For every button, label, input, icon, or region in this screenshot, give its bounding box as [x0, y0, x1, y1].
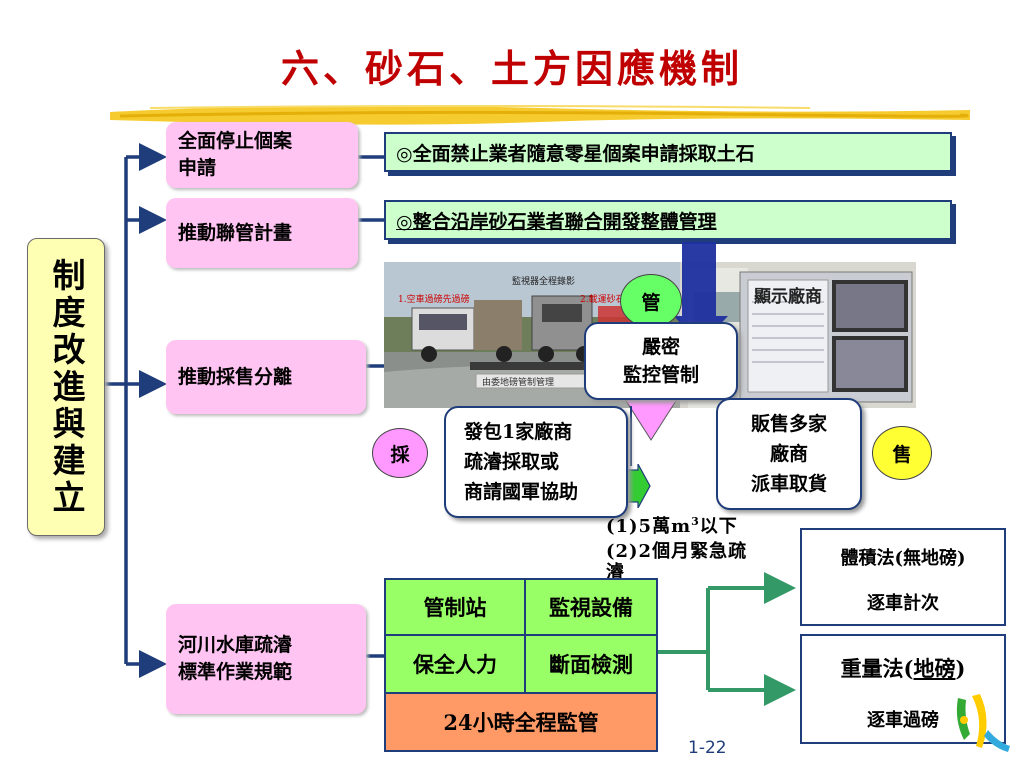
agency-logo-icon	[956, 694, 1010, 752]
item-stop-individual-applications: 全面停止個案申請	[166, 122, 358, 188]
dredging-conditions: (1)5萬m3以下 (2)2個月緊急疏	[606, 509, 796, 564]
title-underline-brush	[110, 105, 970, 125]
page-number: 1-22	[688, 738, 727, 758]
strict-monitoring-box: 嚴密監控管制	[584, 322, 738, 400]
grid-cell: 保全人力	[384, 634, 526, 694]
weight-method-sub: 逐車過磅	[800, 696, 1006, 744]
condition-text: (1)5萬m	[606, 516, 692, 537]
method-text: 重量法(	[840, 656, 914, 681]
grid-footer: 24小時全程監管	[384, 692, 658, 752]
photo-caption: 2.載運砂石出場	[580, 295, 643, 305]
box-line: 販售多家	[750, 413, 827, 435]
item-separate-extraction-sales: 推動採售分離	[166, 340, 366, 414]
box-line: 疏濬採取或	[464, 451, 560, 473]
box-line: 派車取貨	[750, 473, 827, 495]
multi-vendor-sales-box: 販售多家廠商派車取貨	[716, 398, 862, 510]
box-line: 發包1家廠商	[464, 421, 573, 443]
item-label-line: 申請	[178, 157, 217, 179]
grid-cell: 管制站	[384, 578, 526, 636]
condition-superscript: 3	[691, 515, 700, 528]
box-line: 廠商	[769, 443, 808, 465]
item-joint-management-plan: 推動聯管計畫	[166, 198, 358, 268]
condition-text: (2)2個月緊急疏	[606, 541, 748, 562]
grid-cell: 斷面檢測	[524, 634, 658, 694]
highlight-arrow-icon	[674, 242, 728, 346]
note-ban-individual-applications: ◎全面禁止業者隨意零星個案申請採取土石	[384, 132, 952, 172]
grid-cell: 監視設備	[524, 578, 658, 636]
box-line: 監控管制	[622, 364, 699, 386]
volume-method-title: 體積法(無地磅)	[800, 528, 1006, 586]
item-label-line: 推動聯管計畫	[178, 221, 293, 244]
sales-badge: 售	[872, 426, 932, 480]
method-text: )	[955, 655, 966, 681]
green-right-arrow-icon	[625, 464, 651, 508]
connector-line	[630, 406, 632, 466]
condition-overflow-text: 濬	[606, 560, 636, 578]
box-line: 嚴密	[641, 336, 680, 358]
item-label-line: 標準作業規範	[178, 661, 293, 683]
photo-caption: 監視器全程錄影	[512, 277, 576, 287]
condition-text: 以下	[699, 516, 738, 537]
note-integrate-operators: ◎整合沿岸砂石業者聯合開發整體管理	[384, 200, 952, 240]
monitoring-grid: 管制站 監視設備 保全人力 斷面檢測 24小時全程監管	[384, 578, 658, 752]
volume-method-sub: 逐車計次	[800, 580, 1006, 626]
photo-caption: 1.空車過磅先過磅	[398, 295, 470, 305]
photo-caption: 由委地磅管制管理	[482, 378, 555, 388]
item-label-line: 推動採售分離	[178, 365, 293, 388]
item-label-line: 全面停止個案	[178, 130, 293, 152]
condition-text: 濬	[606, 562, 624, 578]
photo-caption: 顯示廠商	[754, 287, 822, 307]
contract-dredging-box: 發包1家廠商疏濬採取或商請國軍協助	[444, 406, 628, 518]
box-line: 商請國軍協助	[464, 481, 579, 503]
method-text-underlined: 地磅	[913, 656, 956, 681]
weight-method-title: 重量法(地磅)	[800, 634, 1006, 702]
management-badge: 管	[620, 274, 682, 328]
item-dredging-sop: 河川水庫疏濬標準作業規範	[166, 604, 366, 714]
extraction-badge: 採	[372, 428, 428, 478]
note-text: ◎整合沿岸砂石業者聯合開發整體管理	[396, 210, 717, 233]
system-improvement-label: 制度改進與建立	[27, 238, 105, 536]
page-title: 六、砂石、土方因應機制	[280, 46, 743, 91]
item-label-line: 河川水庫疏濬	[178, 634, 293, 656]
